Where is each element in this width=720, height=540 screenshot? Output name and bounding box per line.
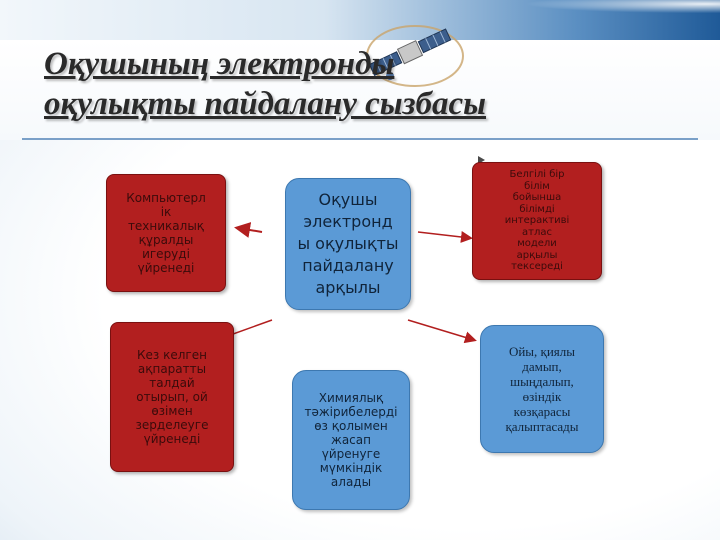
header-glow [0,0,720,40]
node-left-top-line: техникалық [127,219,205,233]
node-right-top-line: Белгілі бір [509,169,565,181]
node-right-top-line: білім [524,180,550,192]
node-center-bottom: Химиялық тәжірибелерді өз қолымен жасап … [292,370,410,510]
node-center-bottom-line: алады [330,475,372,489]
node-right-bottom-line: көзқарасы [513,404,571,419]
node-right-top-line: атлас [522,226,552,238]
node-right-bottom-line: өзіндік [522,389,562,404]
node-center-bottom-line: өз қолымен [314,419,388,433]
node-left-top-line: құралды [138,233,194,247]
node-center-bottom-line: мүмкіндік [319,461,383,475]
node-left-top: Компьютерл ік техникалық құралды игеруді… [106,174,226,292]
node-center-top-line: ы оқулықты [297,234,399,253]
arrow-to-right-bottom [407,319,477,344]
title-divider [22,138,698,140]
node-center-top: Оқушы электронд ы оқулықты пайдалану арқ… [285,178,411,310]
node-right-top: Белгілі бір білім бойынша білімді интера… [472,162,602,280]
node-left-bottom: Кез келген ақпаратты талдай отырып, ой ө… [110,322,234,472]
node-right-bottom-line: Ойы, қиялы [508,344,576,359]
satellite-icon [366,25,464,87]
node-left-bottom-line: талдай [149,376,195,390]
node-center-top-line: Оқушы [318,190,378,209]
node-right-top-line: бойынша [512,192,562,204]
node-right-top-line: интерактиві [504,215,570,227]
node-center-bottom-line: үйренуге [321,447,381,461]
page-title: Оқушының электронды оқулықты пайдалану с… [44,44,644,124]
bullet-arrow-icon [478,156,485,164]
node-right-bottom: Ойы, қиялы дамып, шыңдалып, өзіндік көзқ… [480,325,604,453]
node-center-top-line: электронд [303,212,393,231]
title-band [0,40,720,140]
node-right-bottom-line: шыңдалып, [510,374,574,389]
node-right-top-line: арқылы [516,249,558,261]
node-left-bottom-line: үйренеді [143,432,201,446]
node-left-bottom-line: Кез келген [137,348,207,362]
node-left-bottom-line: зерделеуге [135,418,209,432]
node-center-bottom-line: тәжірибелерді [304,405,398,419]
node-left-top-line: үйренеді [137,261,195,275]
node-center-bottom-line: Химиялық [318,391,384,405]
node-center-bottom-line: жасап [331,433,371,447]
node-right-top-line: тексереді [511,261,563,273]
node-left-bottom-line: ақпаратты [137,362,207,376]
node-left-bottom-line: отырып, ой [136,390,208,404]
node-left-top-line: игеруді [142,247,190,261]
arrow-to-left-top [234,222,263,238]
node-center-top-line: пайдалану [302,256,394,275]
node-right-top-line: білімді [519,203,555,215]
title-line-1: Оқушының электронды [44,46,395,82]
node-left-bottom-line: өзімен [151,404,193,418]
node-right-bottom-line: дамып, [522,359,562,374]
node-right-top-line: модели [517,238,557,250]
node-left-top-line: Компьютерл [126,191,206,205]
node-left-top-line: ік [160,205,172,219]
arrow-to-right-top [417,231,473,243]
node-center-top-line: арқылы [315,278,381,297]
node-right-bottom-line: қалыптасады [505,419,579,434]
title-line-2: оқулықты пайдалану сызбасы [44,86,487,122]
